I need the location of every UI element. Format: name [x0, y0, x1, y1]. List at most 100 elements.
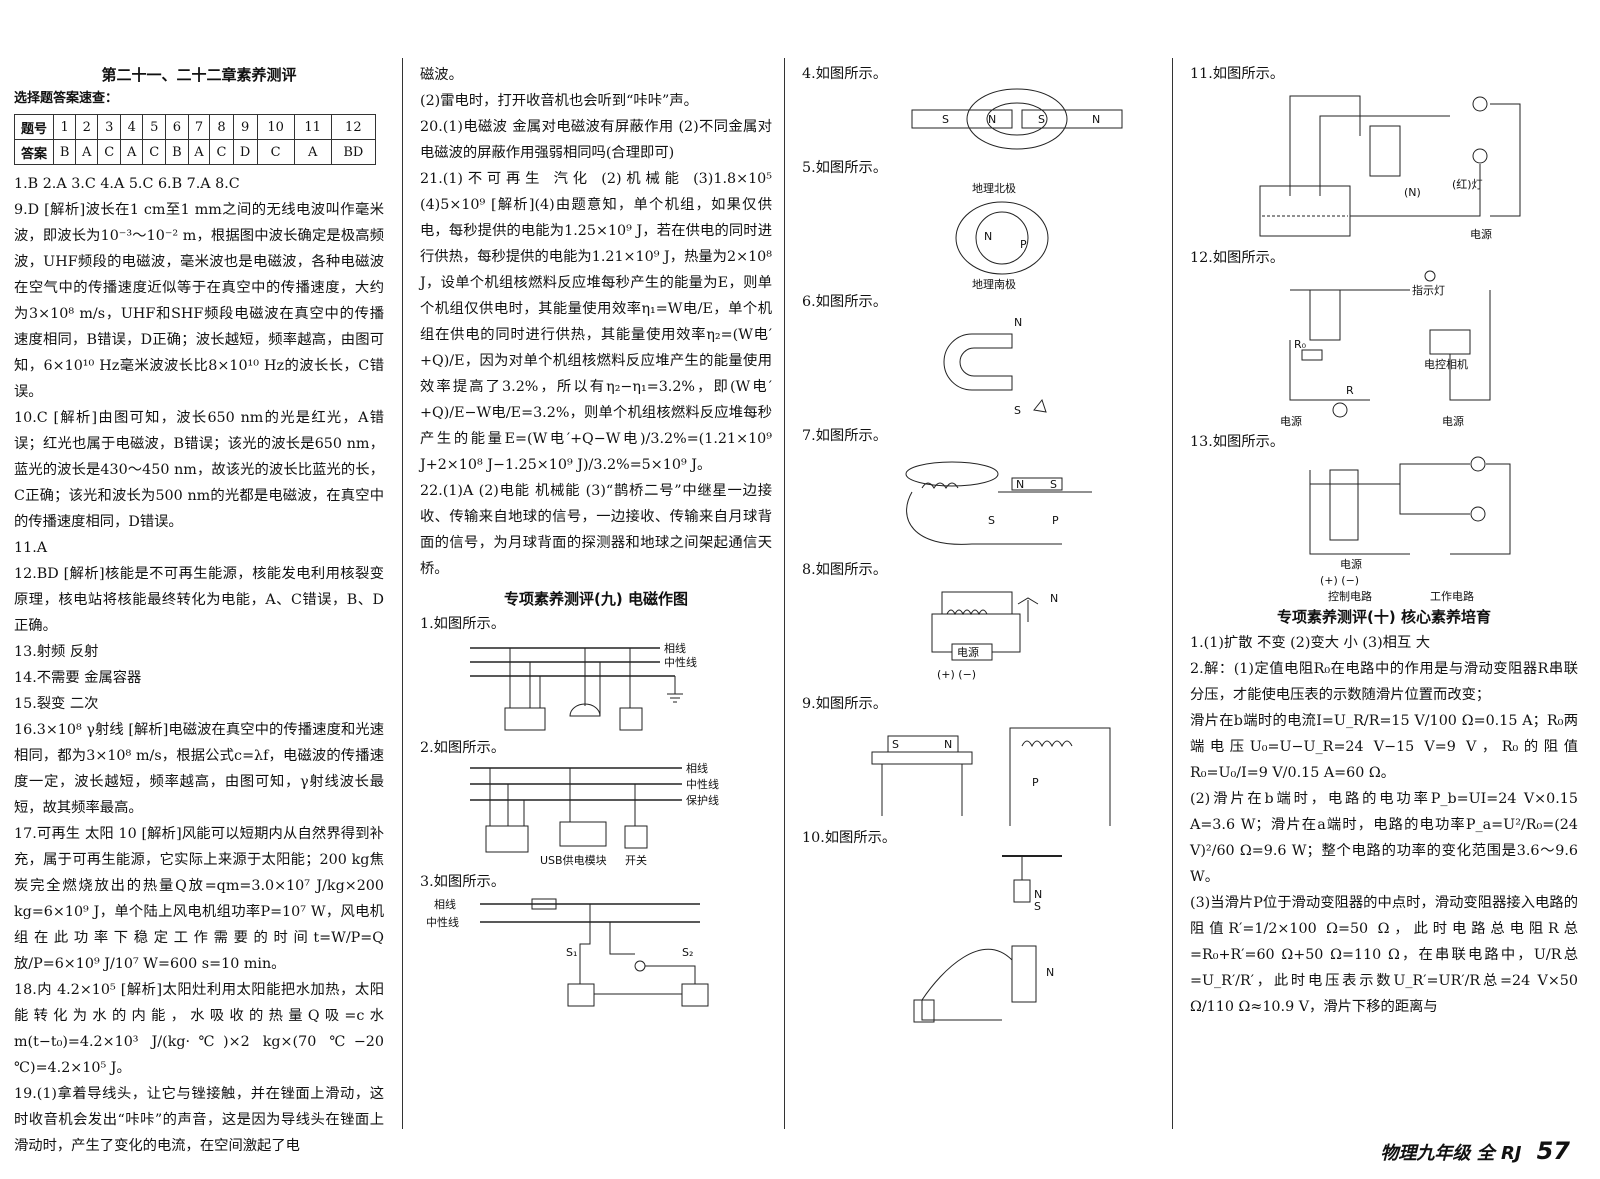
pole-n: N [944, 738, 952, 751]
figure-2-household-circuit: 相线 中性线 保护线 USB供电模块 开关 [470, 761, 719, 867]
answer-cell: B [52, 139, 77, 165]
answer-cell: D [232, 139, 258, 165]
page-footer: 物理九年级 全 RJ 57 [1380, 1137, 1570, 1165]
pole-n: N [984, 230, 992, 243]
voltmeter-icon [1470, 506, 1486, 522]
figure-label: 9.如图所示。 [802, 696, 888, 712]
bar-magnet-icon [1011, 477, 1063, 491]
answer-paragraph: 磁波。 [420, 67, 463, 83]
pole-s: S [1050, 478, 1057, 491]
row-label: 答案 [14, 139, 54, 165]
figure-label: 1.如图所示。 [420, 616, 506, 632]
point-p: P [1020, 238, 1027, 251]
answer-cell: A [75, 139, 99, 165]
answer-paragraph: 22.(1)A (2)电能 机械能 (3)“鹊桥二号”中继星一边接收、传输来自地… [420, 483, 772, 577]
coil-icon [1011, 945, 1037, 1003]
answer-paragraph: 9.D [解析]波长在1 cm至1 mm之间的无线电波叫作毫米波，即波长为10⁻… [14, 202, 384, 400]
answer-cell: A [293, 139, 332, 165]
indicator-lamp-icon [1424, 270, 1436, 282]
answer-cell: A [187, 139, 211, 165]
point-p: P [1032, 776, 1039, 789]
socket-icon [485, 825, 529, 853]
switch-s1-label: S₁ [566, 946, 577, 959]
geo-south-label: 地理南极 [972, 277, 1016, 290]
switch-s2-icon [681, 983, 709, 1007]
section-title: 专项素养测评(九) 电磁作图 [504, 590, 688, 608]
answer-paragraph: 17.可再生 太阳 10 [解析]风能可以短期内从自然界得到补充，属于可再生能源… [14, 826, 384, 972]
figure-1-household-circuit: 相线 中性线 [470, 641, 697, 731]
answer-paragraph: 16.3×10⁸ γ射线 [解析]电磁波在真空中的传播速度和光速相同，都为3×1… [14, 722, 384, 816]
figure-label: 12.如图所示。 [1190, 250, 1285, 266]
pole-n: N [1034, 888, 1042, 901]
relay-pole-label: (N) [1404, 186, 1421, 199]
answer-paragraph: 1.(1)扩散 不变 (2)变大 小 (3)相互 大 [1190, 635, 1431, 651]
power-label: 电源 [1280, 414, 1302, 428]
bulb-icon [634, 960, 646, 972]
chapter-title: 第二十一、二十二章素养测评 [101, 66, 297, 84]
water-container-icon [1259, 185, 1351, 237]
power-label: 电源 [1442, 414, 1464, 428]
power-label: 电源 [957, 645, 979, 659]
figure-label: 5.如图所示。 [802, 160, 888, 176]
figure-label: 4.如图所示。 [802, 66, 888, 82]
pole-n: N [1046, 966, 1054, 979]
pole-s: S [942, 113, 949, 126]
switch-label: 开关 [625, 853, 647, 867]
answer-cell: C [256, 139, 295, 165]
column-divider [784, 58, 785, 1129]
red-lamp-label: (红)灯 [1452, 178, 1483, 191]
question-number-cell: 8 [209, 114, 234, 140]
answer-table-heading: 选择题答案速查： [14, 91, 119, 106]
coil-icon [921, 482, 959, 489]
answer-cell: C [209, 139, 234, 165]
column-3: 4.如图所示。 S N S N 5.如图所示。 地理北极 N P 地理南极 6.… [788, 0, 1170, 1179]
answer-paragraph: 14.不需要 金属容器 [14, 670, 142, 686]
figure-label: 6.如图所示。 [802, 294, 888, 310]
answer-paragraph: 21.(1)不可再生 汽化 (2)机械能 (3)1.8×10⁵ (4)5×10⁹… [420, 171, 772, 473]
figure-label: 13.如图所示。 [1190, 434, 1285, 450]
answer-paragraph: 10.C [解析]由图可知，波长650 nm的光是红光，A错误；红光也属于电磁波… [14, 410, 384, 530]
question-number-cell: 5 [142, 114, 167, 140]
switch-s2-label: S₂ [682, 946, 693, 959]
column-4: 11.如图所示。 (N) (红)灯 电源 12.如图所示。 指示灯 电控相机 R… [1176, 0, 1600, 1179]
column-divider [1172, 58, 1173, 1129]
figure-4-bar-magnets: S N S N [911, 88, 1123, 150]
question-number-cell: 11 [293, 114, 332, 140]
battery-icon [913, 999, 935, 1023]
figure-label: 11.如图所示。 [1190, 66, 1285, 82]
pole-s: S [988, 514, 995, 527]
socket-icon [504, 707, 546, 731]
answer-paragraph: 12.BD [解析]核能是不可再生能源，核能发电利用核裂变原理，核电站将核能最终… [14, 566, 384, 634]
answer-paragraph: (3)当滑片P位于滑动变阻器的中点时，滑动变阻器接入电路的阻值R′=1/2×10… [1190, 895, 1578, 1015]
figure-label: 10.如图所示。 [802, 830, 897, 846]
neutral-wire-label: 中性线 [664, 655, 697, 669]
working-circuit-label: 工作电路 [1430, 590, 1474, 603]
question-number-cell: 12 [330, 114, 377, 140]
lamp-icon [1472, 148, 1488, 164]
polarity-label: (+) (−) [937, 668, 976, 681]
fuse-icon [531, 898, 557, 910]
answer-paragraph: 15.裂变 二次 [14, 696, 99, 712]
answer-paragraph: 20.(1)电磁波 金属对电磁波有屏蔽作用 (2)不同金属对电磁波的屏蔽作用强弱… [420, 119, 772, 161]
usb-module-icon [559, 821, 607, 847]
pole-s: S [1034, 900, 1041, 913]
answer-cell: C [142, 139, 167, 165]
resistor-r-label: R [1346, 384, 1354, 397]
question-number-cell: 2 [75, 114, 99, 140]
power-label: 电源 [1340, 557, 1362, 571]
coil-icon [941, 591, 1013, 615]
compass-needle-icon [1033, 398, 1047, 413]
control-circuit-label: 控制电路 [1328, 589, 1372, 603]
question-number-cell: 6 [165, 114, 189, 140]
switch-icon [624, 825, 648, 849]
column-divider [402, 58, 403, 1129]
hanging-magnet-icon [1013, 879, 1031, 903]
pole-s: S [1038, 113, 1045, 126]
answer-paragraph: 1.B 2.A 3.C 4.A 5.C 6.B 7.A 8.C [14, 176, 240, 192]
ground-wire-label: 保护线 [686, 793, 719, 807]
question-number-cell: 1 [52, 114, 77, 140]
bar-magnet-icon [887, 735, 959, 753]
camera-label: 电控相机 [1424, 357, 1468, 371]
answer-cell: BD [330, 139, 377, 165]
